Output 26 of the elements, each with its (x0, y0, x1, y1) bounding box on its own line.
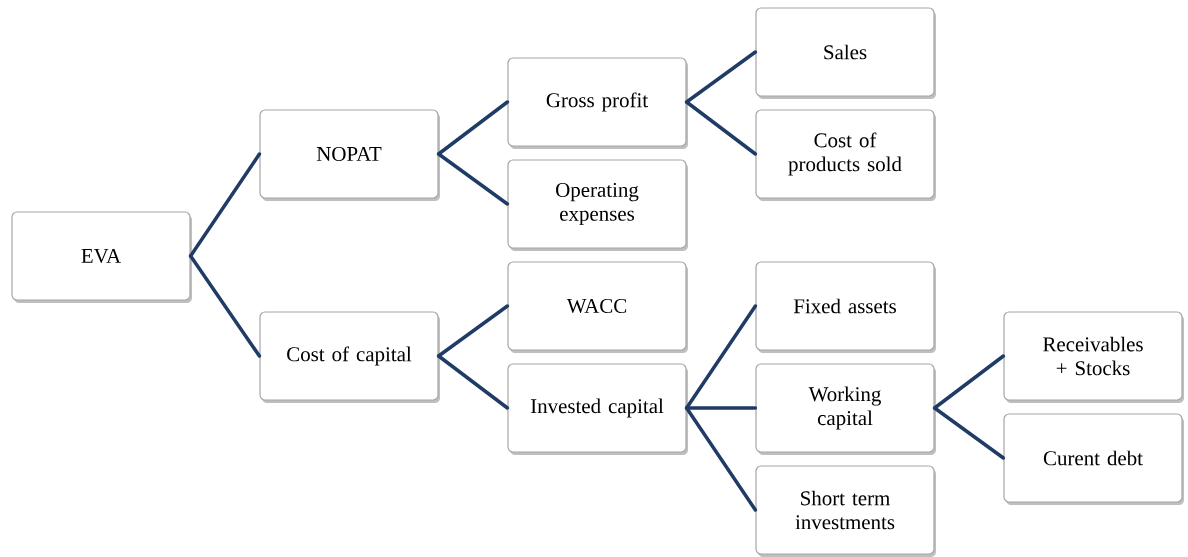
connector-line (436, 354, 510, 410)
text-box: Short term investments (755, 465, 935, 555)
text-box: Fixed assets (755, 261, 935, 351)
text-box: EVA (11, 211, 191, 301)
text-box: WACC (507, 261, 687, 351)
text-box: Cost of capital (259, 311, 439, 401)
text-box: Receivables + Stocks (1003, 311, 1183, 401)
connector-line (684, 304, 758, 410)
connector-line (188, 152, 262, 258)
connector-line (436, 152, 510, 206)
text-box: Working capital (755, 363, 935, 453)
text-box: NOPAT (259, 109, 439, 199)
connector-line (932, 406, 1006, 460)
connector-line (684, 50, 758, 104)
text-box: Curent debt (1003, 413, 1183, 503)
text-box: Sales (755, 7, 935, 97)
text-box: Operating expenses (507, 159, 687, 249)
connector-line (684, 406, 758, 512)
text-box: Cost of products sold (755, 109, 935, 199)
connector-line (932, 354, 1006, 410)
text-box: Gross profit (507, 57, 687, 147)
connector-line (684, 100, 758, 156)
connector-line (436, 100, 510, 156)
connector-line (188, 254, 262, 358)
connector-line (436, 304, 510, 358)
text-box: Invested capital (507, 363, 687, 453)
